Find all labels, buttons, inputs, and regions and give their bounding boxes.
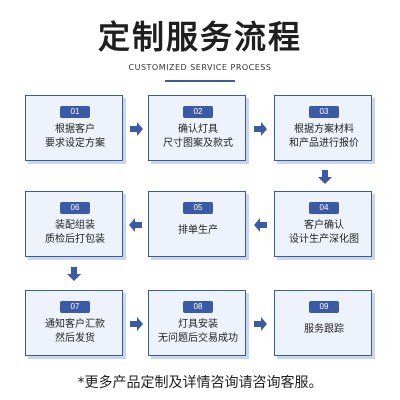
step-number: 01 <box>60 106 90 118</box>
step-label: 排单生产 <box>178 225 218 236</box>
page-title: 定制服务流程 <box>97 18 302 56</box>
arrow-down-icon <box>67 267 81 281</box>
step-label: 根据客户 要求设定方案 <box>45 124 105 149</box>
step-number: 03 <box>309 106 339 118</box>
step-number: 04 <box>309 202 339 214</box>
step-box-08: 08 灯具安装 无问题后交易成功 <box>148 290 246 356</box>
step-number: 05 <box>183 202 213 214</box>
step-number: 02 <box>183 106 213 118</box>
step-number: 07 <box>60 301 90 313</box>
step-box-05: 05 排单生产 <box>148 191 246 257</box>
step-label: 确认灯具 尺寸图案及款式 <box>163 124 233 149</box>
step-box-01: 01 根据客户 要求设定方案 <box>25 95 123 161</box>
step-box-07: 07 通知客户汇款 然后发货 <box>25 290 123 356</box>
step-label: 装配组装 质检后打包装 <box>45 220 105 245</box>
arrow-right-icon <box>254 122 267 136</box>
arrow-left-icon <box>254 218 267 232</box>
arrow-left-icon <box>129 218 142 232</box>
step-label: 通知客户汇款 然后发货 <box>45 319 105 344</box>
footer-note: *更多产品定制及详情咨询请咨询客服。 <box>77 375 323 391</box>
title-divider <box>165 80 235 82</box>
page-subtitle: CUSTOMIZED SERVICE PROCESS <box>128 63 272 72</box>
step-label: 灯具安装 无问题后交易成功 <box>158 319 238 344</box>
step-box-09: 09 服务跟踪 <box>274 290 372 356</box>
step-box-04: 04 客户确认 设计生产深化图 <box>274 191 372 257</box>
arrow-right-icon <box>130 122 143 136</box>
step-number: 09 <box>309 301 339 313</box>
step-box-06: 06 装配组装 质检后打包装 <box>25 191 123 257</box>
step-label: 客户确认 设计生产深化图 <box>289 220 359 245</box>
step-label: 服务跟踪 <box>304 324 344 335</box>
arrow-right-icon <box>254 317 267 331</box>
step-box-02: 02 确认灯具 尺寸图案及款式 <box>148 95 246 161</box>
arrow-right-icon <box>130 317 143 331</box>
step-number: 08 <box>183 301 213 313</box>
step-number: 06 <box>60 202 90 214</box>
arrow-down-icon <box>318 170 332 184</box>
step-label: 根据方案材料 和产品进行报价 <box>289 124 359 149</box>
step-box-03: 03 根据方案材料 和产品进行报价 <box>274 95 372 161</box>
